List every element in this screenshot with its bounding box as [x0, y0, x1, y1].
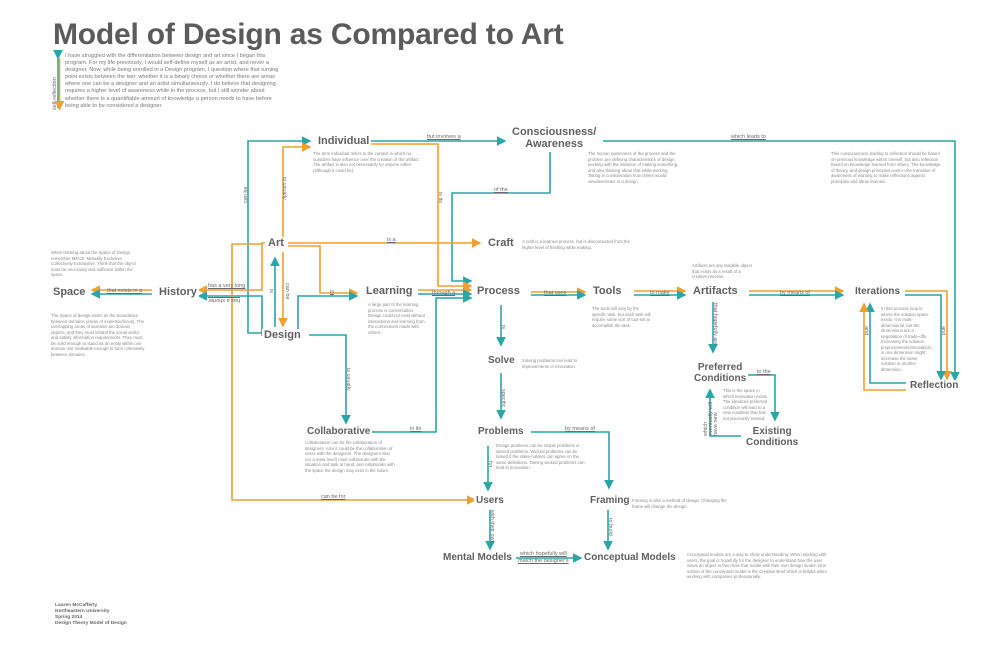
edge-label-to-build: to build: [607, 518, 613, 536]
node-art: Art: [266, 237, 286, 250]
collaborative-description: Collaboration can be the collaboration o…: [305, 440, 395, 473]
edge-label-which-eventually: which eventually will have new: [703, 402, 719, 436]
edge-label-that-exists-in-a: that exists in a: [107, 288, 143, 294]
edge-label-can-be-for: can be for: [321, 494, 346, 500]
node-existing-conditions: Existing Conditions: [744, 426, 801, 448]
edge-label-is-learning: is: [330, 289, 334, 295]
node-mental-models: Mental Models: [441, 552, 514, 563]
edge-label-in-its: in its: [410, 426, 422, 432]
edge-label-which-hopefully-will: which hopefully will: [520, 551, 567, 557]
term: Spring 2014: [55, 615, 83, 620]
edge-label-match-the-designers: match the designer's: [518, 558, 569, 564]
consciousness-line1: Consciousness/: [512, 126, 597, 138]
author-name: Lauren McCafferty: [55, 603, 98, 608]
course: Design Theory Model of Design: [55, 621, 127, 626]
edge-label-has-a-very-long: has a very long: [208, 283, 246, 289]
craft-description: A craft is a learned process, but is dis…: [522, 239, 630, 250]
consciousness-description: The human awareness of the process and t…: [588, 151, 679, 184]
edge-label-and-left: and: [863, 326, 869, 336]
edge-label-to-make: to make: [650, 290, 670, 296]
edge-label-is-its: is its: [437, 192, 443, 203]
node-individual: Individual: [316, 135, 372, 148]
edge-label-for: for: [487, 461, 493, 468]
university: Northeastern University: [55, 609, 110, 614]
edge-label-that-uses: that uses: [544, 290, 567, 296]
node-collaborative: Collaborative: [305, 426, 373, 437]
space-description-bottom: The Space of design exists as the bounda…: [51, 313, 145, 357]
intro-paragraph: I have struggled with the differentiatio…: [65, 53, 279, 109]
edge-label-can-be-individual: can be: [243, 186, 249, 203]
tools-description: The tools will vary by the specific task…: [592, 306, 651, 328]
node-learning: Learning: [364, 285, 415, 298]
preferred-line1: Preferred: [697, 362, 743, 373]
edge-label-is-usually-collaborative: is usually: [345, 368, 351, 391]
edge-label-but-involves-a: but involves a: [427, 134, 461, 140]
edge-label-with-their-own: with their own: [489, 510, 495, 544]
artifacts-description: Artifacts are any tangible object that e…: [692, 263, 752, 279]
individual-description: The term individual refers to the contex…: [313, 151, 420, 173]
edge-label-is-a: is a: [387, 237, 396, 243]
preferred-description: This is the space in which innovation ex…: [723, 388, 769, 421]
existing-line1: Existing: [752, 426, 792, 437]
node-space: Space: [51, 286, 88, 299]
edge-label-by-means-of-iterations: by means of: [780, 290, 810, 296]
edge-label-specific: specific: [500, 389, 506, 408]
node-solve: Solve: [486, 355, 517, 366]
edge-label-through-a: through a: [432, 290, 456, 296]
edge-label-by-means-of-framing: by means of: [565, 426, 595, 432]
edge-label-to-the: to the: [757, 369, 771, 375]
edge-label-and-right: and: [940, 326, 946, 336]
node-consciousness: Consciousness/ Awareness: [510, 126, 599, 151]
solve-description: Solving problems can lead to improvement…: [522, 358, 578, 369]
edge-label-can-be-art-design: can be: [284, 283, 290, 300]
edge-label-that-hopefully-are: that hopefully are: [712, 303, 718, 346]
self-reflection-label: self-reflection: [52, 77, 58, 110]
learning-description: A large part of the learning process is …: [368, 302, 425, 335]
space-description-top: When thinking about the Space of Design,…: [51, 250, 136, 277]
page-title: Model of Design as Compared to Art: [53, 18, 564, 51]
node-process: Process: [475, 285, 522, 298]
reflection-note-description: This consciousness leading to reflection…: [831, 151, 941, 184]
node-artifacts: Artifacts: [691, 285, 740, 298]
existing-line2: Conditions: [746, 437, 799, 448]
edge-label-is-usually: is usually: [281, 177, 287, 200]
node-preferred-conditions: Preferred Conditions: [692, 362, 749, 384]
conceptual-models-description: Conceptual models are a way to show unde…: [687, 552, 827, 579]
edge-label-is-solve: is: [500, 325, 506, 329]
problems-description: Design problems can be simple problems o…: [496, 443, 585, 470]
node-iterations: Iterations: [853, 286, 903, 297]
edge-label-of-the: of the: [494, 187, 508, 193]
node-conceptual-models: Conceptual Models: [582, 552, 678, 563]
author-info: Lauren McCafferty Northeastern Universit…: [55, 603, 127, 627]
node-users: Users: [474, 495, 506, 506]
node-design: Design: [262, 329, 303, 342]
edge-label-which-leads-to: which leads to: [731, 134, 766, 140]
iterations-description: In this process loop is where the soluti…: [881, 306, 932, 372]
node-history: History: [157, 286, 199, 299]
edge-label-is-design-art: is: [268, 289, 274, 293]
node-tools: Tools: [591, 285, 624, 298]
node-craft: Craft: [486, 237, 516, 250]
node-problems: Problems: [476, 426, 526, 437]
consciousness-line2: Awareness: [525, 138, 584, 151]
framing-description: Framing is also a method of design. Chan…: [632, 498, 727, 509]
node-framing: Framing: [588, 495, 632, 506]
node-reflection: Reflection: [908, 380, 961, 391]
preferred-line2: Conditions: [694, 373, 747, 384]
edge-label-has-a-shorter: has a shorter: [208, 297, 241, 303]
